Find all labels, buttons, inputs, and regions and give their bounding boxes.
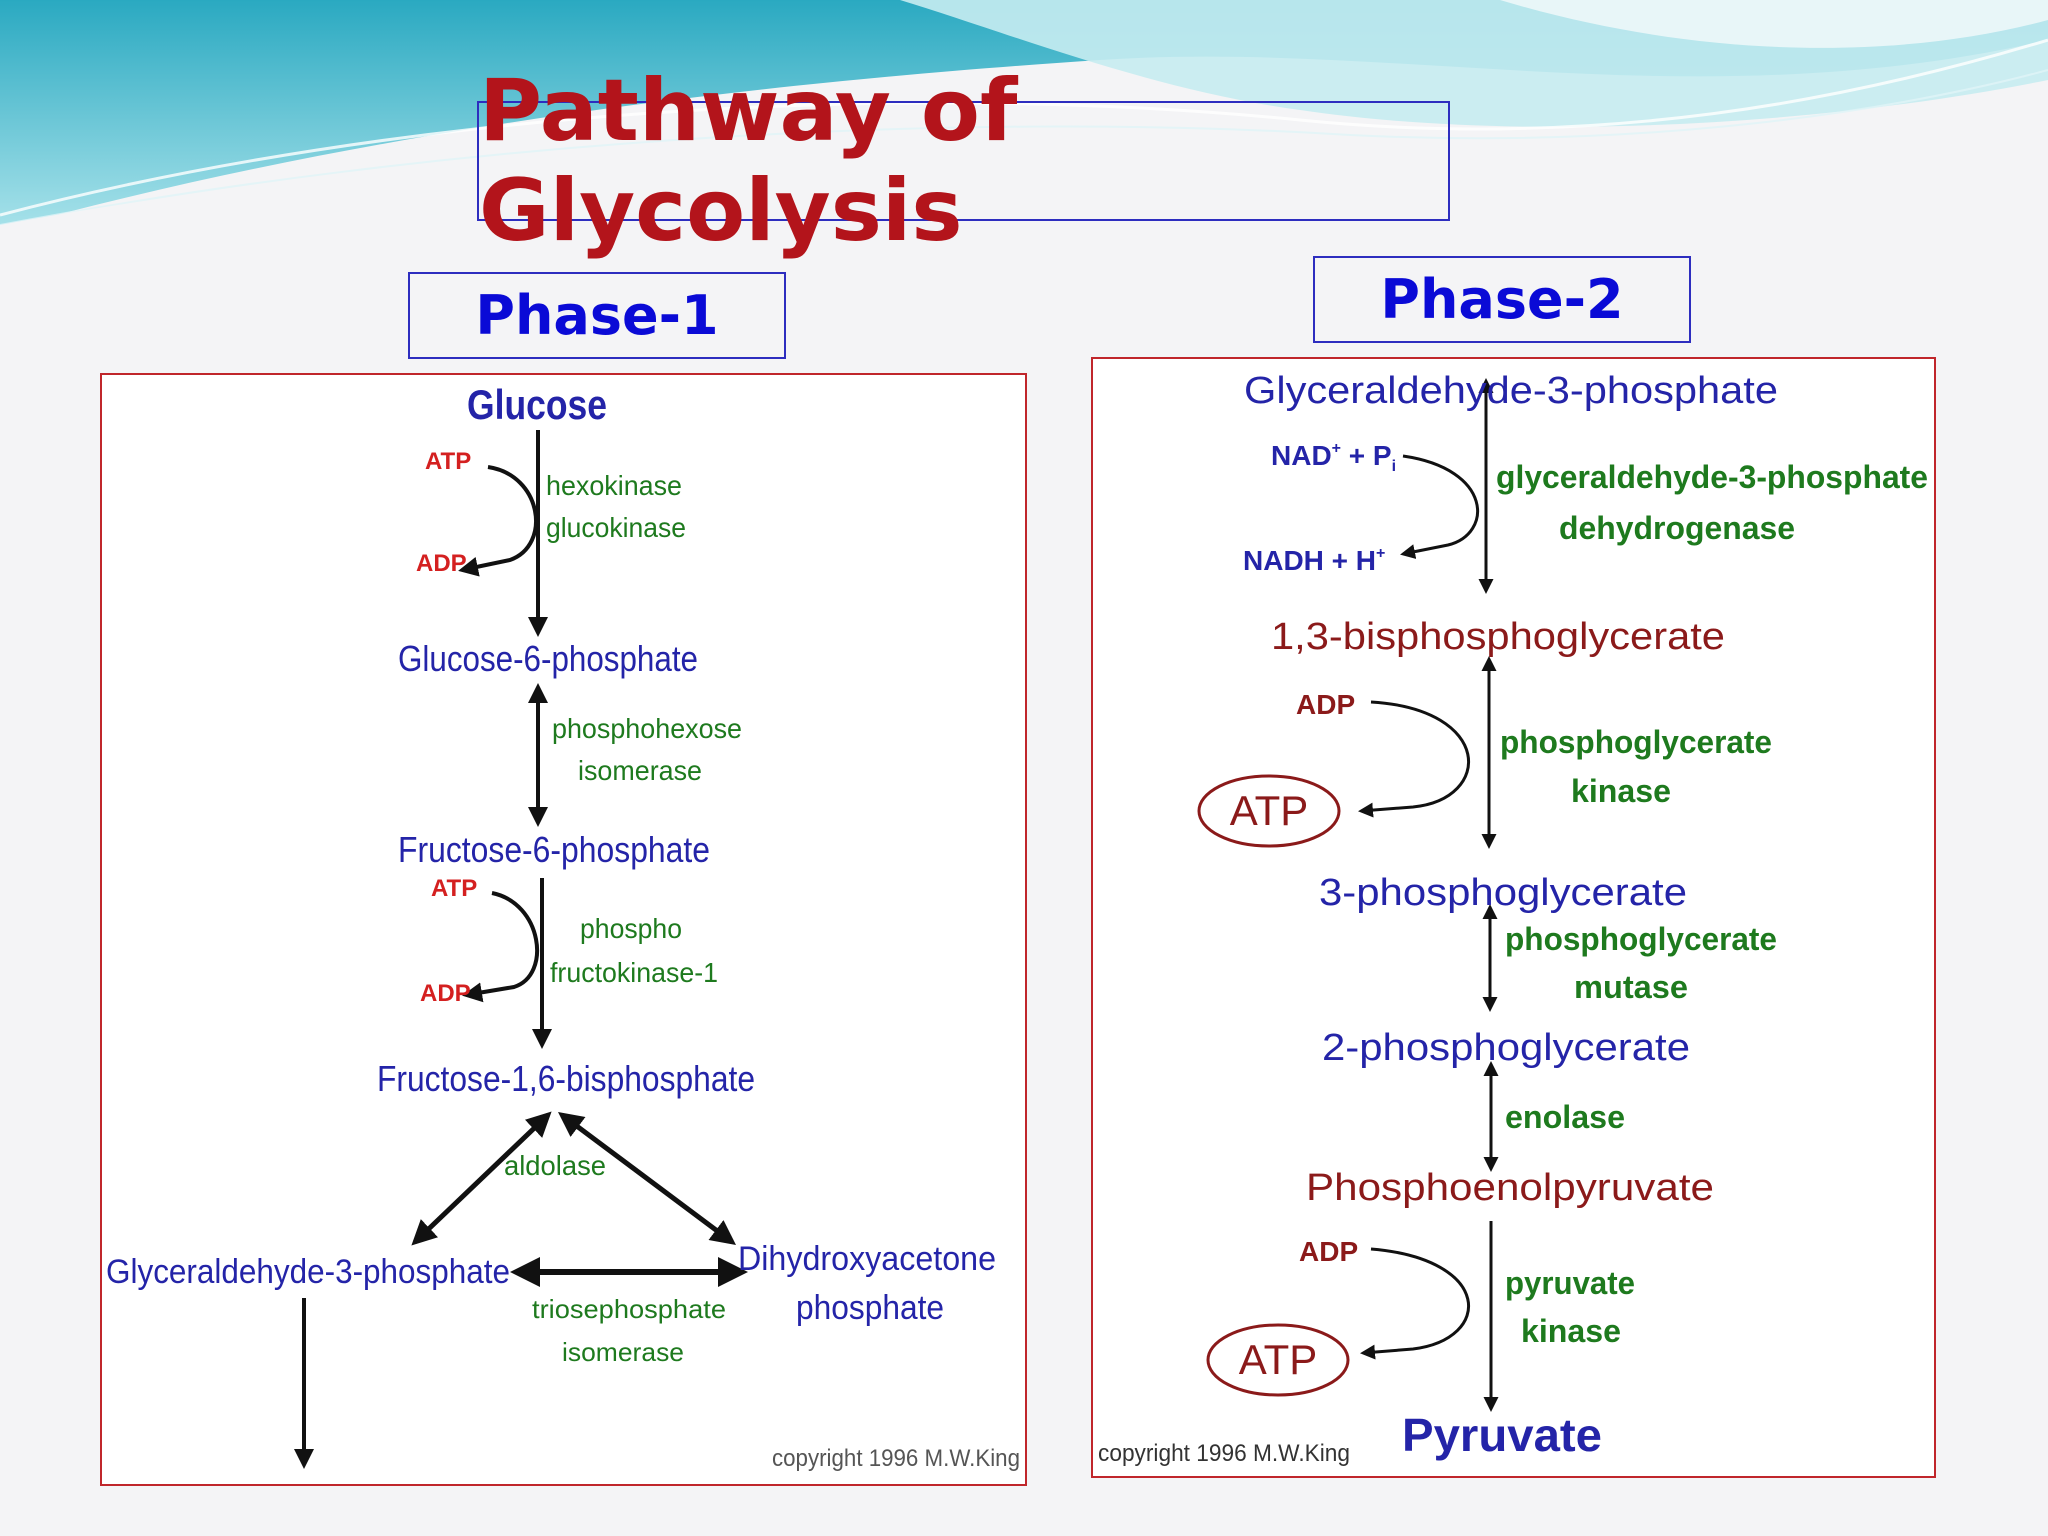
phase-2-diagram-panel: Glyceraldehyde-3-phosphate NAD+ + Pi NAD… bbox=[1091, 357, 1936, 1478]
enzyme-phosphoglycerate-mutase-2: mutase bbox=[1574, 969, 1688, 1005]
enzyme-isomerase-1: isomerase bbox=[578, 755, 702, 786]
phase-1-diagram-panel: Glucose ATP ADP hexokinase glucokinase G… bbox=[100, 373, 1027, 1486]
p2-atp-label-1: ATP bbox=[1230, 787, 1309, 834]
glucose-6-phosphate-label: Glucose-6-phosphate bbox=[398, 638, 698, 679]
2-phosphoglycerate-label: 2-phosphoglycerate bbox=[1322, 1027, 1690, 1069]
copyright-text-2: copyright 1996 M.W.King bbox=[1098, 1440, 1350, 1467]
fructose-6-phosphate-label: Fructose-6-phosphate bbox=[398, 829, 710, 870]
curved-arrow-adp-atp-2 bbox=[1360, 1247, 1470, 1360]
p2-adp-label-1: ADP bbox=[1296, 689, 1355, 720]
phase-1-label: Phase-1 bbox=[475, 284, 719, 347]
atp-label-1: ATP bbox=[425, 448, 471, 475]
nad-pi-label: NAD+ + Pi bbox=[1271, 440, 1396, 475]
decorative-wave-background bbox=[0, 0, 2048, 240]
phase-2-pathway-diagram: Glyceraldehyde-3-phosphate NAD+ + Pi NAD… bbox=[1098, 370, 1928, 1467]
enzyme-glucokinase: glucokinase bbox=[546, 512, 686, 543]
phase-2-label: Phase-2 bbox=[1380, 268, 1624, 331]
enzyme-pyruvate-kinase-2: kinase bbox=[1521, 1313, 1621, 1349]
title-box: Pathway of Glycolysis bbox=[477, 61, 1450, 261]
phase-1-label-box: Phase-1 bbox=[408, 272, 786, 359]
enzyme-fructokinase-1: fructokinase-1 bbox=[550, 957, 718, 988]
curved-arrow-adp-atp-1 bbox=[1358, 700, 1471, 818]
arrow-f16bp-to-g3p bbox=[411, 1111, 552, 1246]
copyright-text-1: copyright 1996 M.W.King bbox=[772, 1445, 1020, 1472]
enzyme-triosephosphate: triosephosphate bbox=[532, 1294, 726, 1324]
enzyme-phosphohexose: phosphohexose bbox=[552, 713, 742, 744]
fructose-1-6-bisphosphate-label: Fructose-1,6-bisphosphate bbox=[377, 1058, 755, 1099]
curved-arrow-atp-adp-1 bbox=[458, 465, 538, 577]
enzyme-phosphoglycerate-mutase-1: phosphoglycerate bbox=[1505, 921, 1777, 957]
enzyme-hexokinase: hexokinase bbox=[546, 470, 682, 501]
p2-glyceraldehyde-3-phosphate-label: Glyceraldehyde-3-phosphate bbox=[1244, 370, 1778, 412]
glucose-label: Glucose bbox=[467, 381, 607, 428]
phosphoenolpyruvate-label: Phosphoenolpyruvate bbox=[1306, 1167, 1714, 1209]
phase-2-label-box: Phase-2 bbox=[1313, 256, 1691, 343]
atp-ellipse-1 bbox=[1197, 774, 1341, 848]
atp-label-2: ATP bbox=[431, 875, 477, 902]
dihydroxyacetone-label: Dihydroxyacetone bbox=[738, 1240, 996, 1278]
enzyme-phosphoglycerate-kinase-1: phosphoglycerate bbox=[1500, 724, 1772, 760]
enzyme-isomerase-2: isomerase bbox=[562, 1337, 684, 1367]
dihydroxyacetone-phosphate-label: phosphate bbox=[796, 1289, 944, 1327]
nadh-h-label: NADH + H+ bbox=[1243, 545, 1385, 576]
enzyme-phosphoglycerate-kinase-2: kinase bbox=[1571, 773, 1671, 809]
enzyme-aldolase: aldolase bbox=[504, 1150, 606, 1181]
bisphosphoglycerate-label: 1,3-bisphosphoglycerate bbox=[1271, 616, 1725, 658]
glyceraldehyde-3-phosphate-label: Glyceraldehyde-3-phosphate bbox=[106, 1253, 510, 1291]
enzyme-phospho: phospho bbox=[580, 913, 682, 944]
3-phosphoglycerate-label: 3-phosphoglycerate bbox=[1319, 872, 1687, 914]
phase-1-pathway-diagram: Glucose ATP ADP hexokinase glucokinase G… bbox=[106, 381, 1020, 1472]
enzyme-gapdh-2: dehydrogenase bbox=[1559, 510, 1795, 546]
enzyme-gapdh-1: glyceraldehyde-3-phosphate bbox=[1496, 459, 1928, 495]
p2-adp-label-2: ADP bbox=[1299, 1236, 1358, 1267]
enzyme-enolase: enolase bbox=[1505, 1099, 1625, 1135]
adp-label-2: ADP bbox=[420, 980, 471, 1007]
p2-atp-label-2: ATP bbox=[1239, 1336, 1318, 1383]
atp-ellipse-2 bbox=[1206, 1323, 1350, 1397]
curved-arrow-atp-adp-2 bbox=[462, 891, 539, 1003]
page-title: Pathway of Glycolysis bbox=[479, 61, 1018, 261]
curved-arrow-nad-nadh bbox=[1400, 454, 1480, 560]
pyruvate-label: Pyruvate bbox=[1402, 1409, 1602, 1461]
adp-label-1: ADP bbox=[416, 550, 467, 577]
arrow-f16bp-to-dhap bbox=[557, 1112, 737, 1245]
enzyme-pyruvate-kinase-1: pyruvate bbox=[1505, 1265, 1635, 1301]
